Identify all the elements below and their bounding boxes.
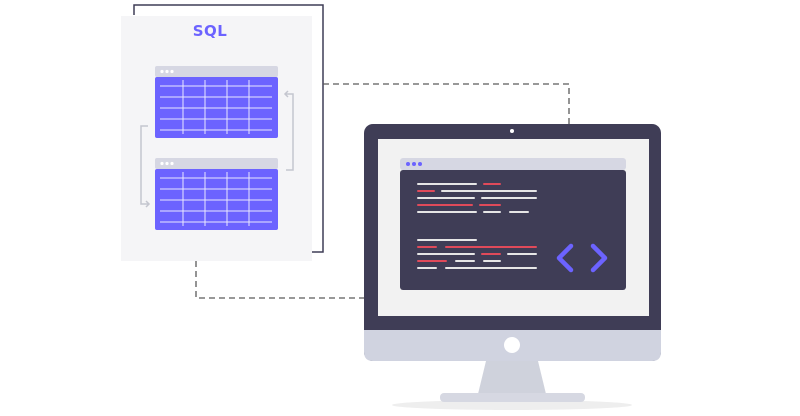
monitor-power-button [504, 337, 520, 353]
monitor-stand [478, 361, 546, 394]
code-brackets-icon [556, 243, 608, 273]
connector-bottom [195, 261, 366, 299]
dashed-connectors [195, 83, 570, 299]
document-back-sheet [133, 4, 324, 253]
database-table-top [155, 66, 278, 138]
monitor-shadow [392, 400, 632, 410]
table-top-grid [160, 80, 272, 134]
table-top-titlebar [155, 66, 278, 77]
window-dots-icon [160, 161, 174, 166]
monitor-base [440, 393, 585, 402]
window-dots-icon [160, 69, 174, 74]
code-lines-block-1 [417, 183, 537, 213]
connector-top [323, 83, 570, 124]
sql-label: SQL [193, 22, 228, 40]
code-window [400, 158, 626, 290]
table-bottom-grid [160, 172, 272, 226]
window-dots-icon [406, 162, 422, 166]
code-lines-block-2 [417, 239, 537, 269]
database-table-bottom [155, 158, 278, 230]
sync-arrows-icon [140, 90, 294, 208]
monitor-camera [510, 129, 514, 133]
code-window-titlebar [400, 158, 626, 170]
table-bottom-titlebar [155, 158, 278, 169]
